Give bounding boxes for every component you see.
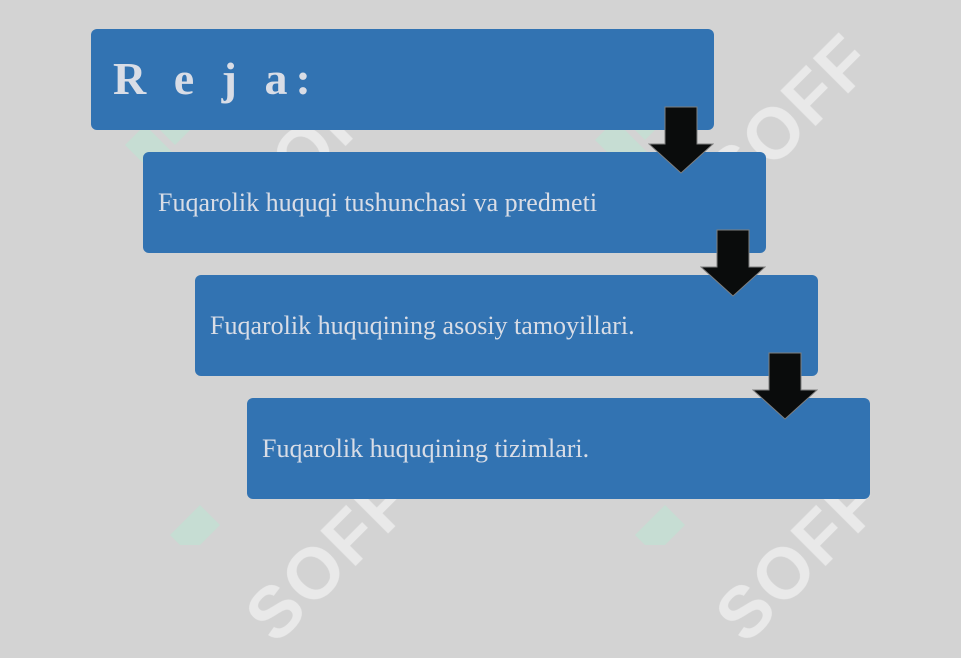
plan-item-box-1: Fuqarolik huquqi tushunchasi va predmeti xyxy=(143,152,766,253)
soff-logo-watermark xyxy=(635,505,685,545)
plan-item-text-1: Fuqarolik huquqi tushunchasi va predmeti xyxy=(158,187,598,217)
soff-logo-watermark xyxy=(170,505,220,545)
plan-item-box-3: Fuqarolik huquqining tizimlari. xyxy=(247,398,870,499)
plan-item-text-3: Fuqarolik huquqining tizimlari. xyxy=(262,433,590,463)
plan-item-text-2: Fuqarolik huquqining asosiy tamoyillari. xyxy=(210,310,635,340)
slide-title: R e j a: xyxy=(113,53,319,104)
plan-item-box-2: Fuqarolik huquqining asosiy tamoyillari. xyxy=(195,275,818,376)
title-box: R e j a: xyxy=(91,29,714,130)
arrow-down-icon xyxy=(648,106,714,174)
arrow-down-icon xyxy=(752,352,818,420)
arrow-down-icon xyxy=(700,229,766,297)
